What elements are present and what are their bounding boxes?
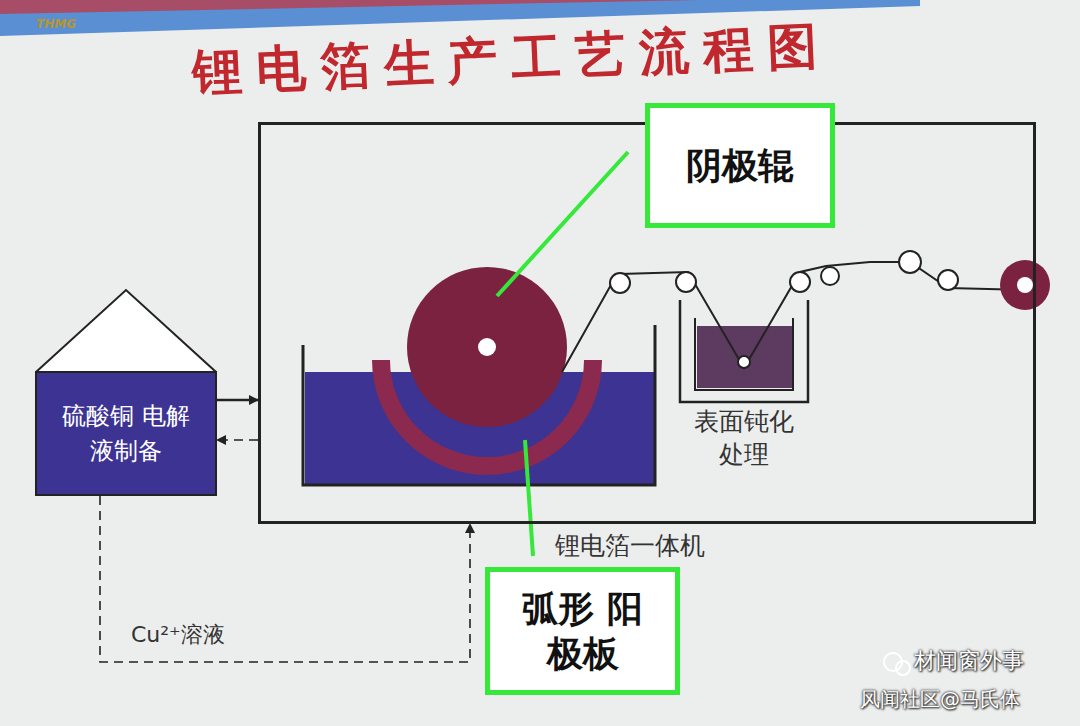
passivation-tank	[680, 300, 808, 402]
passivation-liquid	[697, 326, 792, 388]
house-body	[36, 372, 216, 495]
passivation-unit: 表面钝化 处理	[676, 300, 812, 478]
copper-foil	[562, 262, 1025, 372]
callout-box: 阴极辊	[645, 103, 835, 228]
callout-box: 弧形 阳极板	[485, 567, 680, 695]
machine-label: 锂电箔一体机	[555, 529, 705, 562]
passivation-tank-inner	[695, 318, 793, 390]
node-text: 表面钝化 处理	[684, 406, 804, 471]
banner-stripe	[0, 0, 700, 14]
house-roof	[36, 290, 216, 372]
dashed-arrow	[217, 439, 258, 441]
guide-roller	[610, 273, 630, 293]
foil-coil	[1000, 260, 1050, 310]
callout-text: 弧形 阳极板	[518, 586, 648, 676]
guide-roller	[821, 267, 839, 285]
cathode-roller	[407, 267, 567, 427]
wechat-icon	[896, 661, 910, 675]
watermark: 风闻社区@马氏体	[860, 686, 1020, 713]
guide-roller	[938, 270, 958, 290]
guide-roller	[790, 272, 810, 292]
callout-text: 阴极辊	[686, 143, 794, 188]
flow-arrow	[217, 399, 258, 401]
guide-roller	[676, 272, 696, 292]
brand-logo: THMG	[36, 17, 76, 31]
preparation-tank: 硫酸铜 电解液制备	[35, 288, 217, 496]
guide-roller	[899, 251, 921, 273]
node-text: 硫酸铜 电解液制备	[51, 399, 201, 469]
roller-hub	[478, 338, 496, 356]
watermark: 材闻窗外事	[914, 646, 1024, 676]
leader-line	[525, 440, 533, 556]
dashed-arrow	[100, 496, 470, 662]
guide-roller	[738, 356, 750, 368]
edge-label: Cu²⁺溶液	[128, 620, 228, 650]
leader-line	[497, 152, 628, 296]
coil-hub	[1017, 277, 1033, 293]
